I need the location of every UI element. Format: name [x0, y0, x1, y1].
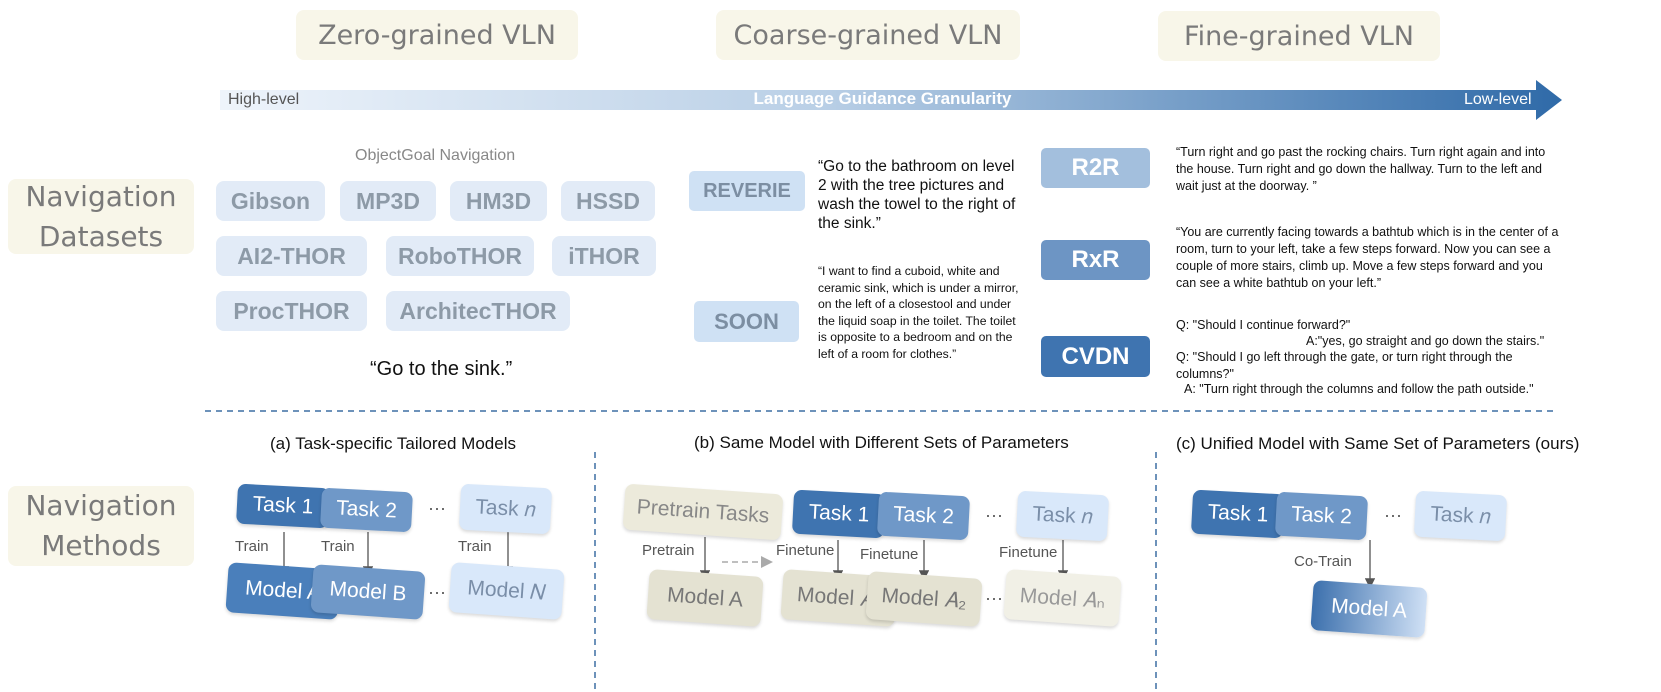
category-zero-grained: Zero-grained VLN [296, 10, 578, 60]
rxr-instruction: “You are currently facing towards a bath… [1176, 225, 1559, 290]
category-fine-grained: Fine-grained VLN [1158, 11, 1440, 61]
method-c-model-a: Model A [1310, 580, 1428, 638]
granularity-arrow [220, 80, 1562, 120]
reverie-instruction: “Go to the bathroom on level 2 with the … [818, 158, 1016, 232]
method-a-train-2: Train [321, 538, 355, 555]
dataset-procthor: ProcTHOR [216, 291, 367, 331]
dataset-r2r: R2R [1041, 148, 1150, 188]
method-a-task-2: Task 2 [320, 487, 413, 533]
method-b-finetune-2: Finetune [860, 546, 919, 563]
high-level-label: High-level [228, 91, 300, 108]
granularity-title: Language Guidance Granularity [753, 89, 1012, 108]
objectgoal-header: ObjectGoal Navigation [355, 147, 516, 164]
low-level-label: Low-level [1464, 91, 1532, 108]
method-a-train-3: Train [458, 538, 492, 555]
method-b-model-a: Model A [646, 569, 764, 627]
dataset-hssd: HSSD [561, 181, 655, 221]
method-a-header: (a) Task-specific Tailored Models [270, 434, 516, 453]
r2r-instruction: “Turn right and go past the rocking chai… [1176, 145, 1546, 193]
method-b-task-n: Task 𝑛 [1015, 490, 1110, 542]
dataset-architecthor: ArchitecTHOR [386, 291, 570, 331]
method-c-task-dots: ··· [1384, 505, 1402, 525]
side-methods-line2: Methods [41, 529, 161, 562]
method-a-model-b: Model B [310, 564, 426, 620]
method-a-model-n: Model 𝑁 [448, 562, 565, 620]
method-a-train-1: Train [235, 538, 269, 555]
category-coarse-grained: Coarse-grained VLN [716, 10, 1020, 60]
horizontal-divider [205, 410, 1555, 412]
side-datasets-line2: Datasets [38, 219, 164, 253]
dataset-cvdn: CVDN [1041, 336, 1150, 377]
vertical-divider-1 [594, 452, 596, 692]
method-b-model-dots: ··· [985, 588, 1003, 608]
method-c-header: (c) Unified Model with Same Set of Param… [1176, 434, 1580, 453]
vertical-divider-2 [1155, 452, 1157, 692]
method-b-pretrain-label: Pretrain [642, 542, 695, 559]
method-c-task-1: Task 1 [1190, 489, 1286, 539]
method-b-finetune-3: Finetune [999, 544, 1058, 561]
dataset-ai2-thor: AI2-THOR [216, 236, 367, 276]
dataset-rxr: RxR [1041, 240, 1150, 280]
method-c-task-2: Task 2 [1274, 491, 1369, 541]
method-b-task-dots: ··· [985, 505, 1003, 525]
method-a-model-dots: ··· [428, 582, 446, 602]
method-b-task-2: Task 2 [876, 491, 971, 541]
method-b-header: (b) Same Model with Different Sets of Pa… [694, 433, 1069, 452]
zero-grained-example: “Go to the sink.” [370, 358, 513, 380]
dataset-gibson: Gibson [216, 181, 325, 221]
cvdn-a2: A: "Turn right through the columns and f… [1184, 382, 1534, 396]
dataset-robothor: RoboTHOR [386, 236, 534, 276]
method-c-cotrain-label: Co-Train [1294, 553, 1352, 570]
cvdn-q1: Q: "Should I continue forward?" [1176, 318, 1351, 332]
method-c-task-n: Task 𝑛 [1413, 490, 1508, 542]
method-b-model-a2: Model 𝐴₂ [865, 571, 983, 627]
side-methods-line1: Navigation [25, 489, 177, 522]
dataset-soon: SOON [694, 301, 799, 342]
method-a-task-1: Task 1 [236, 483, 330, 529]
dataset-reverie: REVERIE [689, 171, 805, 211]
dataset-ithor: iTHOR [552, 236, 656, 276]
dataset-hm3d: HM3D [450, 181, 547, 221]
dataset-mp3d: MP3D [340, 181, 436, 221]
method-b-model-an: Model 𝐴ₙ [1003, 569, 1122, 627]
side-datasets-line1: Navigation [25, 179, 177, 213]
method-b-finetune-1: Finetune [776, 542, 835, 559]
method-b-task-1: Task 1 [791, 489, 887, 539]
method-a-task-dots: ··· [428, 498, 446, 518]
method-a-task-n: Task 𝑛 [458, 483, 553, 535]
cvdn-a1: A:"yes, go straight and go down the stai… [1306, 334, 1545, 348]
soon-instruction: “I want to find a cuboid, white and cera… [818, 264, 1019, 361]
cvdn-q2: Q: "Should I go left through the gate, o… [1176, 350, 1513, 381]
